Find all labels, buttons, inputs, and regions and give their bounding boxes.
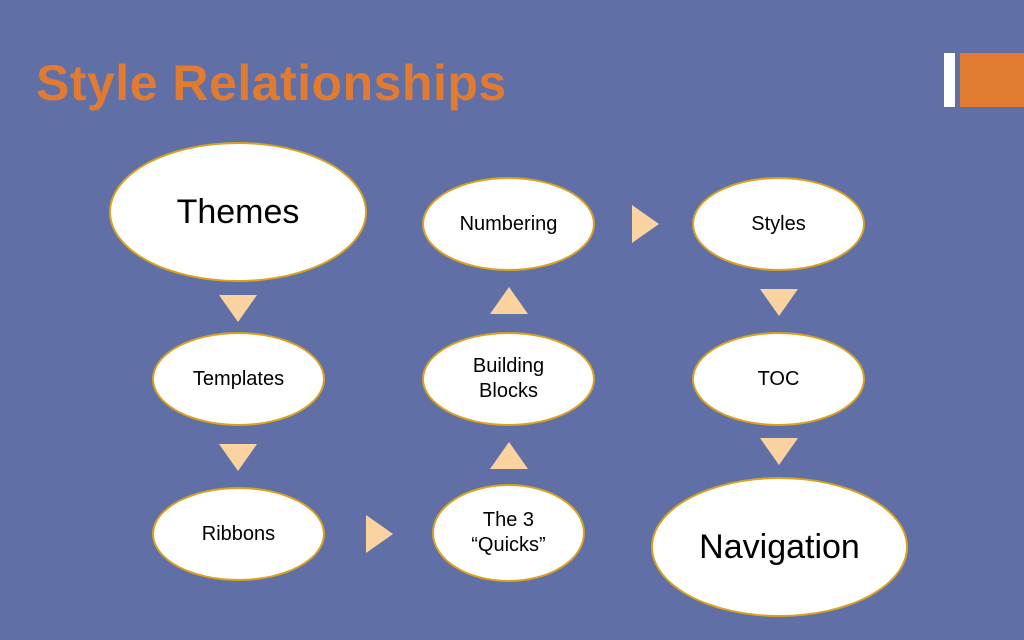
arrow-ribbons-to-quicks — [366, 515, 393, 553]
arrow-numbering-to-styles — [632, 205, 659, 243]
arrow-building-blocks-to-numbering — [490, 287, 528, 314]
accent-bar-white — [944, 53, 955, 107]
arrow-quicks-to-building-blocks — [490, 442, 528, 469]
node-the-3-quicks: The 3 “Quicks” — [432, 484, 585, 582]
arrow-toc-to-navigation — [760, 438, 798, 465]
arrow-styles-to-toc — [760, 289, 798, 316]
node-numbering: Numbering — [422, 177, 595, 271]
node-toc: TOC — [692, 332, 865, 426]
node-navigation: Navigation — [651, 477, 908, 617]
node-ribbons: Ribbons — [152, 487, 325, 581]
slide-title: Style Relationships — [36, 55, 507, 111]
node-styles: Styles — [692, 177, 865, 271]
node-themes: Themes — [109, 142, 367, 282]
accent-bar-orange — [960, 53, 1024, 107]
node-building-blocks: Building Blocks — [422, 332, 595, 426]
arrow-templates-to-ribbons — [219, 444, 257, 471]
node-templates: Templates — [152, 332, 325, 426]
arrow-themes-to-templates — [219, 295, 257, 322]
